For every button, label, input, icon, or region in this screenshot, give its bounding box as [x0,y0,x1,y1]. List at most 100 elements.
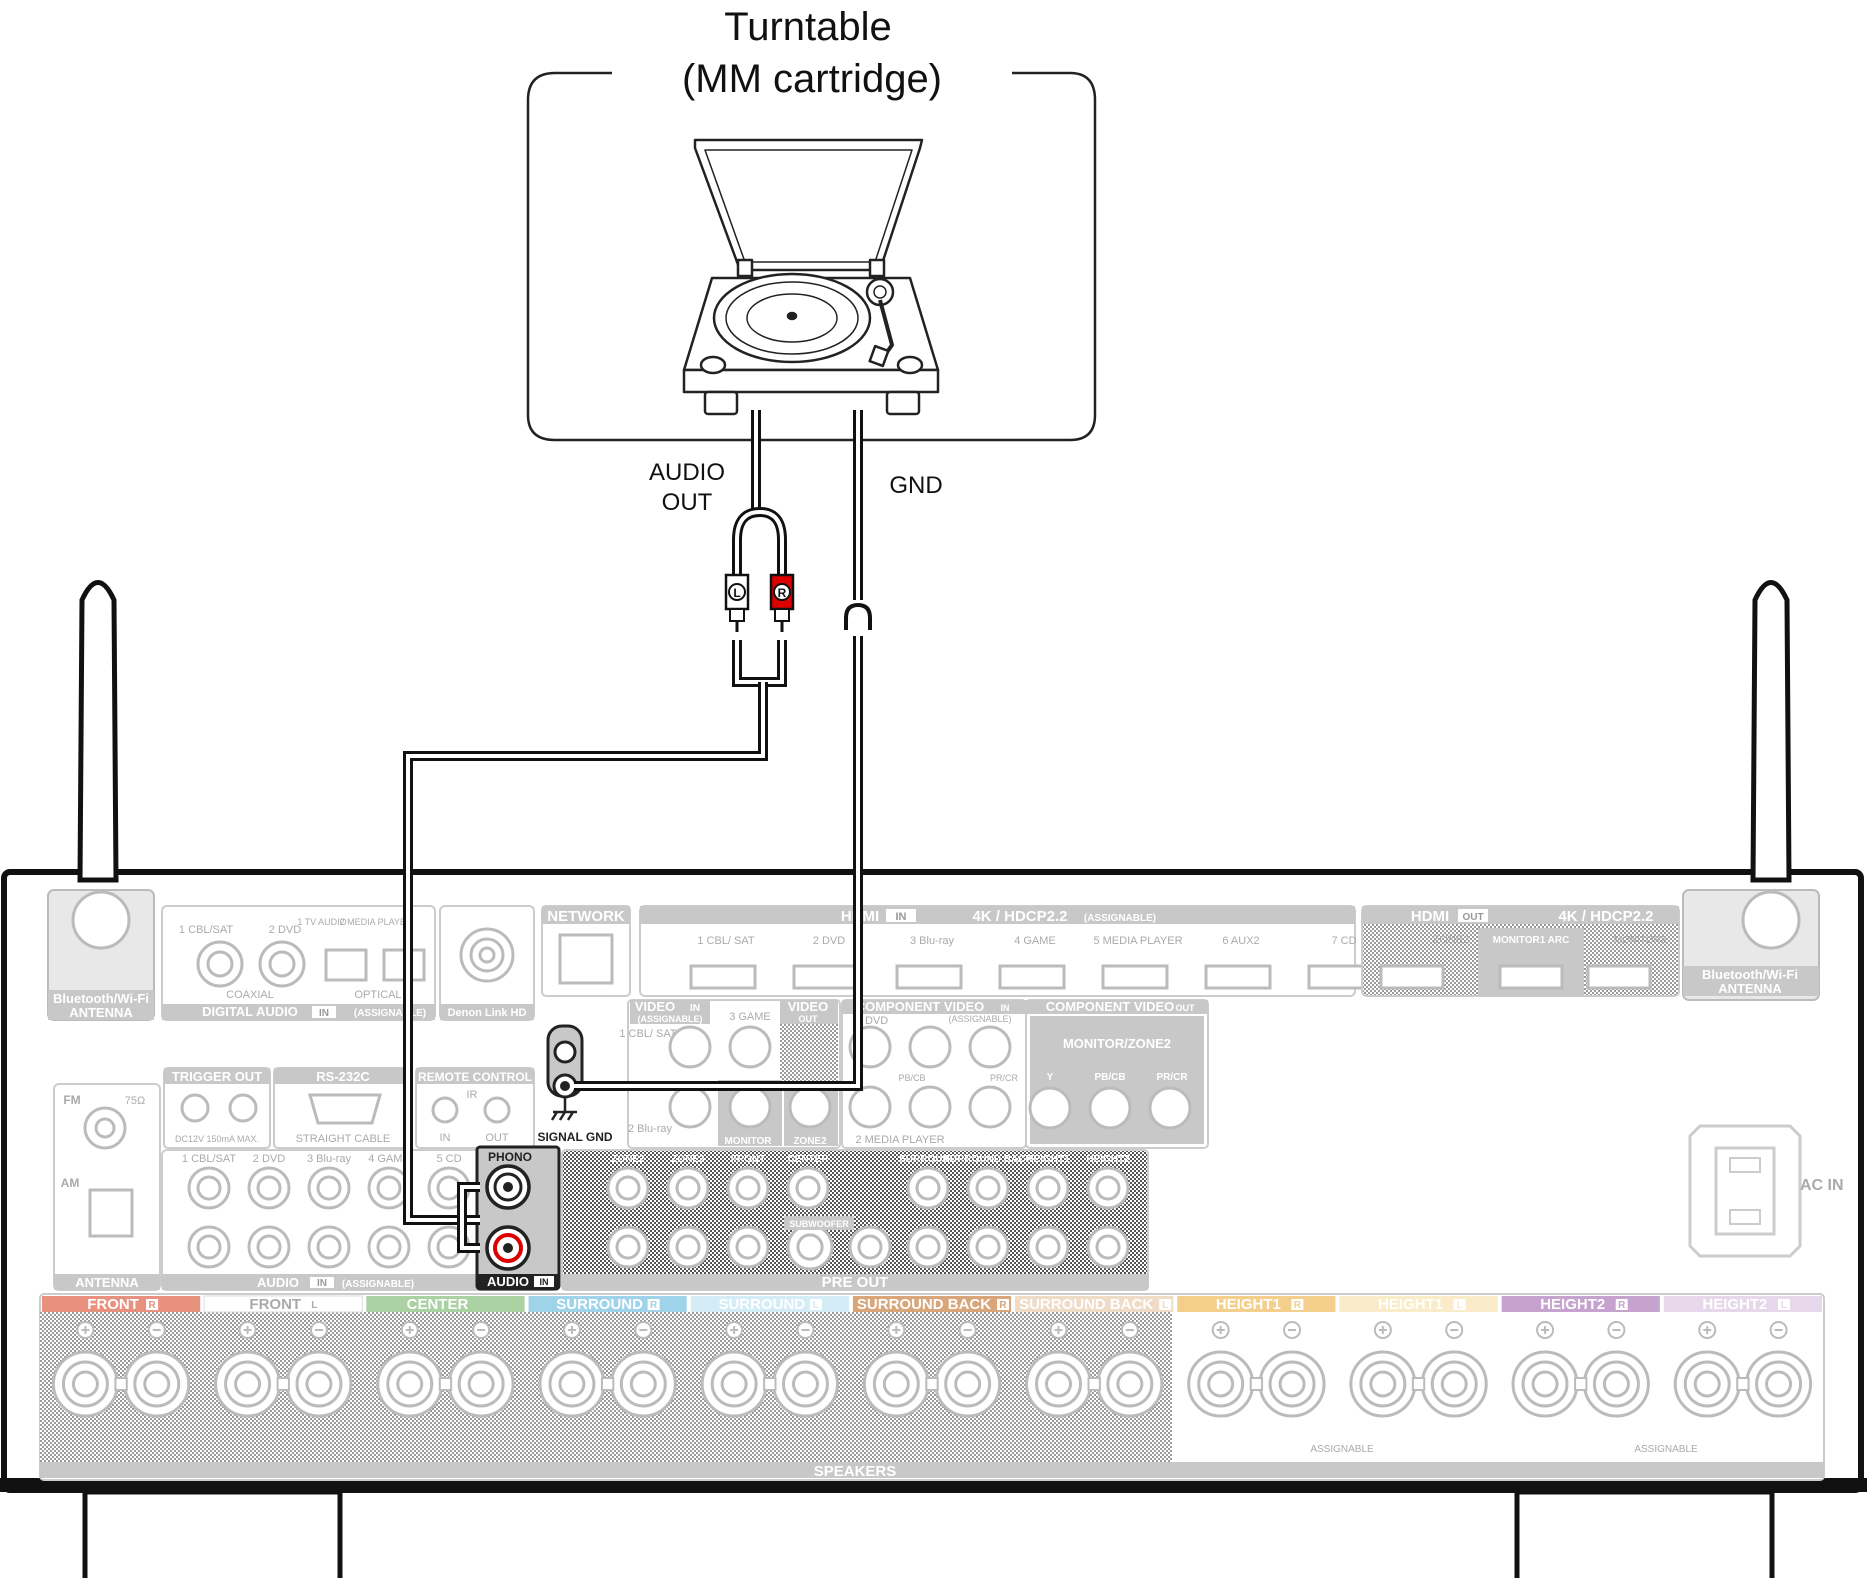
audio-input-label-2: 2 DVD [253,1153,285,1165]
am-label: AM [61,1176,80,1190]
speaker-side-9: L [1456,1300,1462,1311]
speaker-terminal-2-plus [214,1321,282,1418]
speaker-group-label-9: HEIGHT1 [1378,1296,1443,1313]
video-out-tag: OUT [799,1014,819,1024]
speaker-terminal-5-minus [771,1321,839,1418]
remote-in: IN [440,1132,451,1144]
digital-audio-label: DIGITAL AUDIO [202,1004,298,1019]
hdmi-out-panel: HDMI OUT 4K / HDCP2.2 ZONE2 MONITOR1 ARC… [1361,905,1680,997]
straight-cable: STRAIGHT CABLE [296,1133,391,1145]
turntable-icon [682,138,940,416]
speaker-terminal-6-plus [862,1321,930,1418]
audio-jack-r-2 [247,1225,291,1269]
pre-out-jack-bottom-7 [1026,1225,1070,1269]
hdmi-port-2 [792,964,860,990]
signal-gnd-terminal[interactable]: SIGNAL GND [537,1024,613,1144]
rca-plug-right: R [769,573,795,632]
video-assignable: (ASSIGNABLE) [638,1014,703,1024]
audio-input-label-3: 3 Blu-ray [307,1153,352,1165]
comp-out-y: Y [1047,1072,1054,1083]
pre-out-channel-1: ZONE2 [611,1154,645,1165]
dig-input-1: 1 CBL/SAT [179,924,233,936]
speaker-terminal-6-minus [934,1321,1002,1418]
control-panel: TRIGGER OUT DC12V 150mA MAX. RS-232C STR… [163,1067,535,1149]
audio-jack-r-4 [367,1225,411,1269]
speaker-group-label-8: HEIGHT1 [1216,1296,1281,1313]
device-title: Turntable [724,5,892,49]
pre-out-jack-top-1 [606,1166,650,1210]
phono-input[interactable]: PHONO AUDIO IN [475,1145,561,1291]
ac-in-label: AC IN [1800,1177,1844,1194]
hdmi-input-label-3: 3 Blu-ray [910,935,955,947]
pre-out-channel-7: HEIGHT1 [1026,1154,1070,1165]
pre-out-channel-6: SURROUND BACK [943,1154,1033,1165]
hdmi-input-label-4: 4 GAME [1014,935,1056,947]
zone2-label: ZONE2 [793,1136,827,1147]
speaker-group-label-3: CENTER [407,1296,469,1313]
speaker-terminal-5-plus [700,1321,768,1418]
gnd-label: GND [889,472,942,499]
speaker-side-6: R [999,1300,1007,1311]
ground-wire [574,410,872,1091]
pre-out-jack-top-3 [726,1166,770,1210]
hdmi-out-monitor2: MONITOR2 [1614,935,1667,946]
audio-jack-l-1 [187,1166,231,1210]
video-input-1: 1 CBL/ SAT [619,1028,677,1040]
pre-out-jack-top-6 [966,1166,1010,1210]
bt-antenna-right-label: Bluetooth/Wi-Fi [1702,967,1798,982]
speaker-terminal-11-minus [1745,1321,1813,1418]
audio-input-label-5: 5 CD [436,1153,461,1165]
pre-out-channel-5: SURROUND [899,1154,957,1165]
speaker-group-9: HEIGHT1 L [1339,1296,1498,1418]
pre-out-channel-3: FRONT [731,1154,765,1165]
audio-jack-r-3 [307,1225,351,1269]
speaker-terminal-7-plus [1025,1321,1093,1418]
phono-label: PHONO [488,1150,532,1164]
subwoofer-jack-1 [786,1223,834,1271]
component-out-label: COMPONENT VIDEO [1046,999,1175,1014]
denon-link-panel: Denon Link HD [439,905,535,1021]
speaker-group-label-2: FRONT [249,1296,301,1313]
denon-link-label: Denon Link HD [448,1007,527,1019]
component-media: 2 MEDIA PLAYER [855,1134,944,1146]
speaker-terminal-3-plus [376,1321,444,1418]
speaker-terminal-8-plus [1187,1321,1255,1418]
speaker-terminal-4-plus [538,1321,606,1418]
rca-plug-left: L [724,573,750,632]
component-assignable: (ASSIGNABLE) [948,1014,1011,1024]
pre-out-jack-bottom-1 [606,1225,650,1269]
plug-right-label: R [778,586,787,600]
device-subtitle: (MM cartridge) [682,57,942,101]
subwoofer-jack-2 [848,1225,892,1269]
speaker-side-11: L [1781,1300,1787,1311]
phono-audio-label: AUDIO [487,1274,529,1289]
pre-out-channel-8: HEIGHT2 [1086,1154,1130,1165]
component-dvd: 1 DVD [856,1015,888,1027]
network-port: NETWORK [541,905,631,997]
plug-left-label: L [733,586,740,600]
speaker-terminal-11-plus [1673,1321,1741,1418]
assignable-1: ASSIGNABLE [1310,1444,1374,1455]
hdmi-in-panel: HDMI IN 4K / HDCP2.2 (ASSIGNABLE) 1 CBL/… [639,905,1375,997]
speaker-terminal-1-plus [51,1321,119,1418]
bt-antenna-right-label2: ANTENNA [1718,981,1782,996]
speaker-group-label-10: HEIGHT2 [1540,1296,1605,1313]
audio-in-label: AUDIO [257,1275,299,1290]
subwoofer-label: SUBWOOFER [789,1219,849,1229]
pre-out-jack-top-7 [1026,1166,1070,1210]
speaker-side-4: R [650,1300,658,1311]
av-receiver: Bluetooth/Wi-Fi ANTENNA Bluetooth/Wi-Fi … [0,580,1867,1578]
speaker-terminal-9-plus [1349,1321,1417,1418]
audio-input-label-4: 4 GAME [368,1153,410,1165]
coaxial-label: COAXIAL [226,989,274,1001]
hdmi-in-tag: IN [896,911,907,923]
remote-control-label: REMOTE CONTROL [418,1070,532,1084]
dig-input-2: 2 DVD [269,924,301,936]
audio-cable: L R [403,410,795,1253]
hdmi-out-monitor1: MONITOR1 ARC [1493,935,1570,946]
speaker-side-1: R [148,1300,156,1311]
component-out-panel: COMPONENT VIDEO OUT MONITOR/ZONE2 Y PB/C… [1025,999,1209,1149]
signal-gnd-label: SIGNAL GND [537,1130,612,1144]
